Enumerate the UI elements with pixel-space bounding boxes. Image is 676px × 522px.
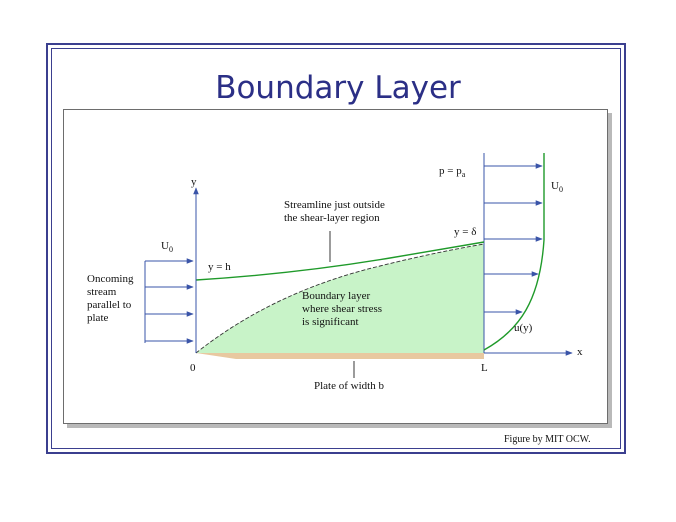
u0-right-label: U0 (551, 180, 563, 196)
streamline (195, 241, 485, 281)
boundary-layer-label: Boundary layer where shear stress is sig… (302, 290, 383, 328)
y-eq-h-label: y = h (208, 261, 231, 273)
boundary-layer-edge (195, 243, 485, 354)
pressure-label: p = pa (439, 165, 465, 181)
u0-right-symbol: U (551, 180, 559, 192)
u-of-y-label: u(y) (514, 322, 533, 334)
u0-left-subscript: 0 (168, 245, 173, 255)
length-label: L (481, 362, 488, 374)
y-axis-label: y (191, 176, 197, 188)
plate-label: Plate of width b (314, 380, 384, 392)
oncoming-stream-label: Oncoming stream parallel to plate (87, 273, 134, 324)
x-axis-label: x (577, 346, 583, 358)
u0-left-label: U0 (161, 240, 173, 256)
figure-credit: Figure by MIT OCW. (504, 434, 591, 445)
boundary-layer-region (196, 244, 484, 353)
y-eq-delta-label: y = δ (454, 226, 477, 238)
origin-label: 0 (190, 362, 196, 374)
plate (196, 353, 484, 359)
u0-right-subscript: 0 (558, 185, 563, 195)
pressure-subscript: a (461, 170, 466, 180)
pressure-symbol: p = p (439, 165, 462, 177)
velocity-profile-curve (483, 153, 545, 351)
u0-left-symbol: U (161, 240, 169, 252)
slide-title: Boundary Layer (215, 70, 461, 106)
streamline-label: Streamline just outside the shear-layer … (284, 199, 385, 224)
slide-inner-border (51, 48, 621, 449)
